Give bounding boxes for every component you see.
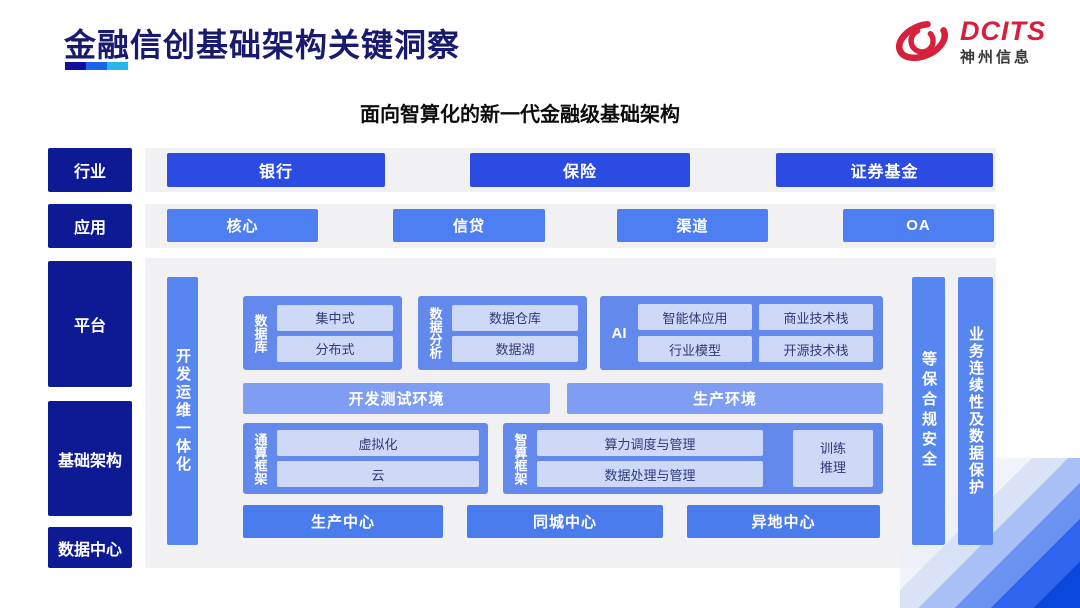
analytics-items: 数据仓库 数据湖: [452, 296, 587, 370]
general-compute-label: 通算框架: [252, 432, 268, 485]
ai-item-opensource-stack: 开源技术栈: [759, 336, 873, 362]
dcits-logo: DCITS 神州信息: [893, 16, 1046, 66]
title-underline: [65, 62, 128, 70]
business-continuity-bar: 业务连续性及数据保护: [958, 277, 993, 545]
database-label: 数据库: [252, 313, 268, 353]
page-title: 金融信创基础架构关键洞察: [64, 27, 461, 63]
intelligent-compute-item-training-inference: 训练推理: [793, 430, 873, 487]
industry-row: 银行 保险 证券基金: [145, 148, 996, 192]
logo-swirl-icon: [895, 20, 949, 62]
application-row: 核心 信贷 渠道 OA: [145, 204, 996, 248]
general-compute-group: 通算框架 虚拟化 云: [243, 423, 488, 494]
general-compute-items: 虚拟化 云: [277, 423, 488, 494]
logo-brand: DCITS: [960, 15, 1046, 46]
underline-segment: [65, 62, 86, 70]
database-group: 数据库 集中式 分布式: [243, 296, 402, 370]
industry-item-bank: 银行: [167, 153, 385, 187]
analytics-item-warehouse: 数据仓库: [452, 304, 578, 331]
remote-center: 异地中心: [687, 505, 880, 538]
database-item-distributed: 分布式: [277, 335, 393, 362]
side-label-platform: 平台: [48, 261, 132, 387]
industry-item-insurance: 保险: [470, 153, 690, 187]
application-item-core: 核心: [167, 209, 318, 242]
intelligent-compute-item-scheduling: 算力调度与管理: [537, 430, 763, 456]
intelligent-compute-label: 智算框架: [512, 432, 528, 485]
database-items: 集中式 分布式: [277, 296, 402, 370]
intelligent-compute-group: 智算框架 算力调度与管理 数据处理与管理 训练推理: [503, 423, 883, 494]
security-compliance-bar: 等保合规安全: [912, 277, 945, 545]
side-label-industry: 行业: [48, 148, 132, 192]
devops-bar: 开发运维一体化: [167, 277, 198, 545]
side-label-datacenter: 数据中心: [48, 527, 132, 568]
underline-segment: [86, 62, 107, 70]
logo-company: 神州信息: [960, 48, 1033, 66]
ai-item-commercial-stack: 商业技术栈: [759, 304, 873, 330]
general-compute-item-cloud: 云: [277, 461, 479, 487]
ai-item-industry-model: 行业模型: [638, 336, 752, 362]
ai-items: 智能体应用 商业技术栈 行业模型 开源技术栈: [638, 296, 883, 370]
architecture-panel: 开发运维一体化 等保合规安全 业务连续性及数据保护 数据库 集中式 分布式 数据…: [145, 258, 996, 568]
side-label-application: 应用: [48, 204, 132, 248]
dev-test-env-bar: 开发测试环境: [243, 383, 550, 414]
diagram-title: 面向智算化的新一代金融级基础架构: [360, 104, 680, 126]
logo-text: DCITS 神州信息: [960, 15, 1046, 66]
industry-item-securities-funds: 证券基金: [776, 153, 993, 187]
application-item-oa: OA: [843, 209, 994, 242]
general-compute-item-virtualization: 虚拟化: [277, 430, 479, 456]
intelligent-compute-item-data-processing: 数据处理与管理: [537, 461, 763, 487]
production-env-bar: 生产环境: [567, 383, 883, 414]
analytics-label: 数据分析: [427, 307, 443, 359]
underline-segment: [107, 62, 128, 70]
analytics-item-lake: 数据湖: [452, 335, 578, 362]
ai-label: AI: [611, 324, 627, 342]
same-city-center: 同城中心: [467, 505, 663, 538]
database-item-centralized: 集中式: [277, 304, 393, 331]
side-label-infrastructure: 基础架构: [48, 401, 132, 516]
application-item-channel: 渠道: [617, 209, 768, 242]
ai-group: AI 智能体应用 商业技术栈 行业模型 开源技术栈: [600, 296, 883, 370]
ai-item-agent-app: 智能体应用: [638, 304, 752, 330]
intelligent-compute-items: 算力调度与管理 数据处理与管理: [537, 423, 772, 494]
production-center: 生产中心: [243, 505, 443, 538]
application-item-credit: 信贷: [393, 209, 545, 242]
analytics-group: 数据分析 数据仓库 数据湖: [418, 296, 587, 370]
